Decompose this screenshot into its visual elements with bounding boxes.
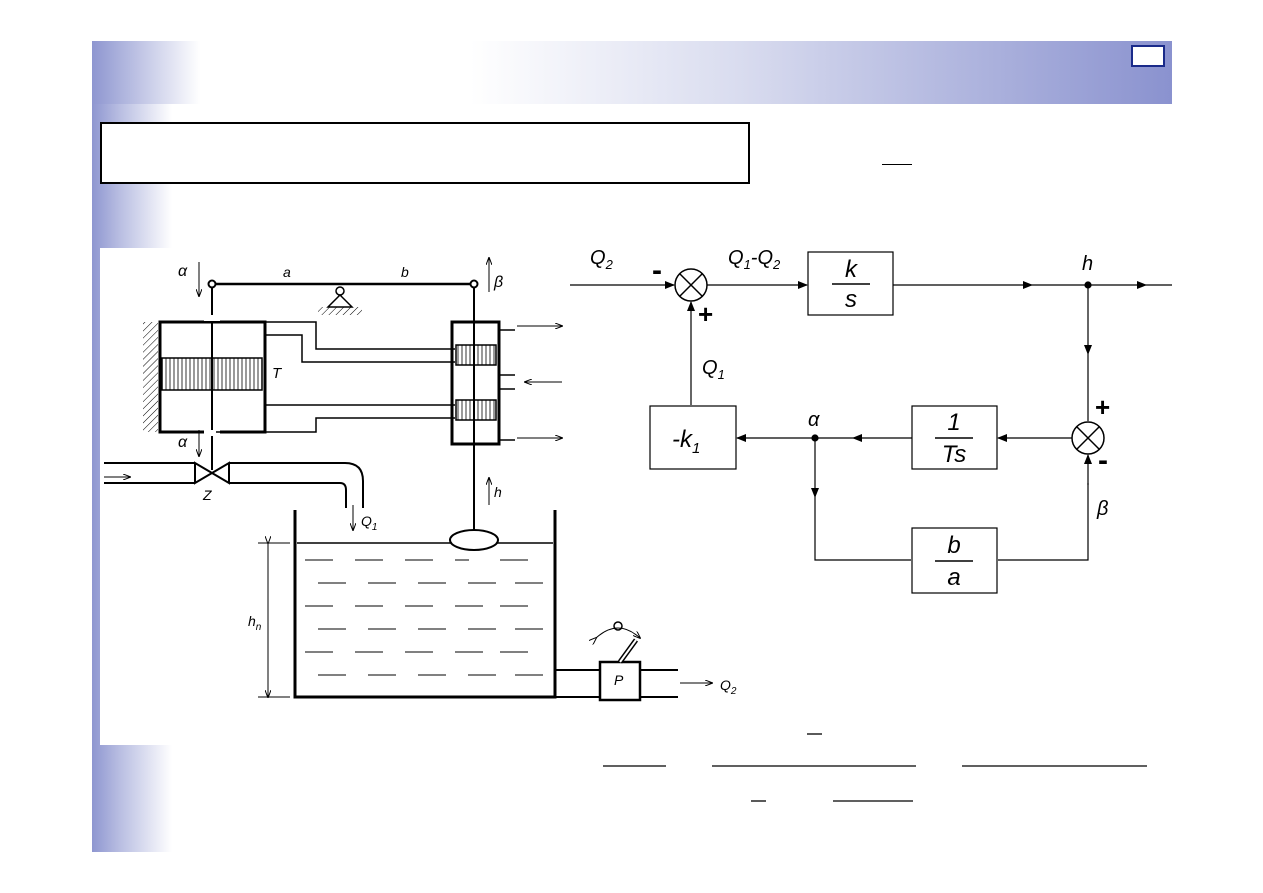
- outlet-handle-inner: [619, 639, 637, 663]
- pipe-upper: [216, 321, 455, 350]
- alpha-signal-label: α: [808, 409, 820, 431]
- error-label: Q1-Q2: [728, 247, 781, 272]
- header-stroke: [882, 164, 912, 165]
- distributor-body: [450, 320, 501, 446]
- block-diagram-labels: Q2 - + Q1-Q2 k s h Q1 -k1 α 1 Ts + - β b…: [590, 247, 1110, 591]
- input-q2-label: Q2: [590, 247, 614, 272]
- block-diagram: [570, 251, 1172, 594]
- title-box: [100, 122, 750, 184]
- alpha-label-bottom: α: [178, 434, 188, 451]
- spool-upper: [455, 344, 497, 366]
- q2-out-label: Q2: [720, 677, 737, 697]
- page-indicator: [1131, 45, 1165, 67]
- dist-port-top: [499, 329, 515, 441]
- dist-inlet: [499, 374, 515, 390]
- pipe-lower-inner: [216, 417, 455, 433]
- beta-signal-label: β: [1096, 498, 1108, 520]
- h-label: h: [494, 484, 502, 500]
- fulcrum-pin: [335, 286, 345, 296]
- plus-sign-2: +: [1095, 392, 1110, 422]
- wall-hatch: [143, 322, 158, 432]
- alpha-branch-point: [811, 434, 819, 442]
- header-bar: [92, 41, 1172, 104]
- hn-label: hn: [248, 613, 262, 633]
- spool-lower: [455, 399, 497, 421]
- servo-T-label: T: [272, 365, 283, 382]
- q1-label: Q1: [361, 513, 377, 533]
- feedback-q1-label: Q1: [702, 357, 725, 382]
- fulcrum-support: [326, 293, 354, 308]
- plus-sign-1: +: [698, 299, 713, 329]
- valve-Z-label: Z: [202, 487, 212, 503]
- minus-sign-1: -: [652, 254, 662, 287]
- beta-label: β: [493, 274, 503, 291]
- gain-block: [649, 405, 737, 470]
- ratio-numerator: b: [947, 532, 960, 559]
- outflow-pipe-bottom: [229, 482, 347, 508]
- servo-piston: [161, 357, 263, 391]
- schematic-labels: α a b β T α Z h Q1 hn P Q2: [178, 263, 737, 697]
- alpha-label-top: α: [178, 263, 188, 280]
- ratio-out-line: [998, 483, 1089, 561]
- float: [449, 529, 499, 551]
- outlet-pipe: [555, 669, 678, 698]
- ratio-denominator: a: [947, 564, 960, 591]
- servo-denominator: Ts: [942, 441, 966, 468]
- formula-strokes: [603, 733, 1147, 802]
- valve-P-label: P: [614, 672, 624, 688]
- minus-sign-2: -: [1098, 444, 1108, 477]
- lever-a-label: a: [283, 264, 291, 280]
- lever-pivot-left: [207, 279, 217, 289]
- output-branch-point: [1084, 281, 1092, 289]
- lever-b-label: b: [401, 264, 409, 280]
- integrator-denominator: s: [845, 286, 857, 313]
- lever-pivot-right: [469, 279, 479, 289]
- outflow-pipe-top: [229, 462, 364, 508]
- servo-numerator: 1: [947, 409, 960, 436]
- tank-walls: [293, 510, 557, 699]
- water-dashes: [305, 559, 543, 676]
- integrator-numerator: k: [845, 256, 859, 283]
- gain-label: -k1: [672, 426, 700, 457]
- fulcrum-ground: [318, 307, 362, 315]
- output-h-label: h: [1082, 253, 1093, 275]
- pipe-upper-inner: [265, 334, 455, 363]
- outlet-swing-arc: [596, 627, 640, 638]
- outlet-handle-knob: [613, 621, 623, 631]
- ratio-in-line: [814, 497, 911, 561]
- mechanical-schematic: [104, 258, 712, 702]
